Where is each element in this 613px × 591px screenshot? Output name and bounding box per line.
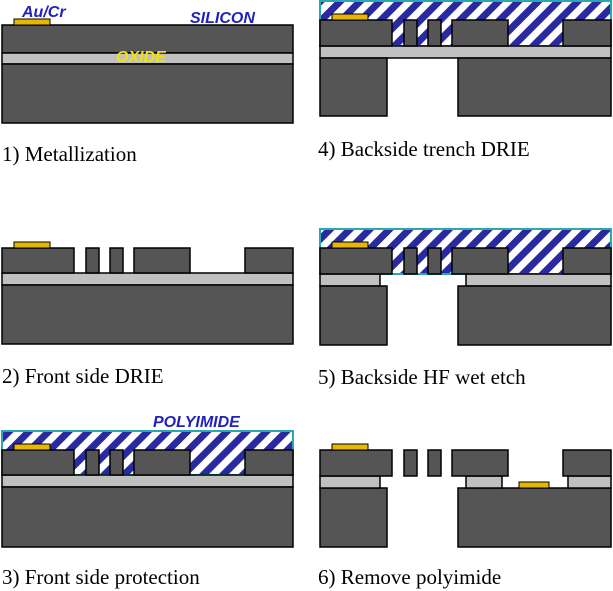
label-au-cr: Au/Cr: [21, 4, 66, 21]
silicon-beam-2: [109, 247, 124, 274]
silicon-block-mid: [451, 19, 509, 47]
metal-pad: [13, 18, 51, 26]
caption-step-6: 6) Remove polyimide: [318, 565, 501, 589]
silicon-beam-2: [427, 247, 442, 275]
silicon-beam-1: [403, 449, 418, 477]
silicon-beam-1: [403, 247, 418, 275]
caption-step-4: 4) Backside trench DRIE: [318, 137, 530, 161]
label-silicon: SILICON: [190, 10, 255, 27]
metal-pad: [13, 443, 51, 451]
step-6-remove-polyimide: [319, 443, 612, 548]
step-4-backside-trench-drie: [319, 0, 612, 117]
silicon-block-mid: [451, 247, 509, 275]
metal-pad-bottom: [518, 481, 550, 489]
oxide-left: [319, 273, 381, 287]
step-3-front-side-protection: POLYIMIDE: [1, 414, 294, 548]
silicon-top-layer: [1, 24, 294, 54]
silicon-beam-1: [403, 19, 418, 47]
metal-pad: [331, 443, 369, 451]
oxide-right: [567, 475, 612, 489]
label-oxide: OXIDE: [116, 49, 167, 66]
silicon-substrate-right: [457, 57, 612, 117]
silicon-block-mid: [451, 449, 509, 477]
caption-step-5: 5) Backside HF wet etch: [318, 365, 526, 389]
silicon-beam-1: [85, 247, 100, 274]
caption-step-3: 3) Front side protection: [2, 565, 200, 589]
metal-pad: [331, 13, 369, 21]
oxide-mid: [465, 475, 503, 489]
silicon-block-mid: [133, 449, 191, 476]
silicon-substrate-left: [319, 285, 388, 346]
silicon-block-left: [319, 19, 393, 47]
silicon-block-left: [1, 247, 75, 274]
silicon-beam-2: [427, 449, 442, 477]
oxide-layer: [1, 272, 294, 286]
oxide-right: [465, 273, 612, 287]
silicon-block-left: [1, 449, 75, 476]
silicon-substrate-right: [457, 487, 612, 548]
silicon-block-left: [319, 247, 393, 275]
silicon-substrate-right: [457, 285, 612, 346]
silicon-substrate: [1, 486, 294, 548]
caption-step-2: 2) Front side DRIE: [2, 364, 164, 388]
step-1-metallization: Au/Cr SILICON OXIDE: [1, 4, 294, 124]
metal-pad: [331, 241, 369, 249]
step-2-front-side-drie: [1, 241, 294, 345]
silicon-substrate: [1, 63, 294, 124]
silicon-beam-1: [85, 449, 100, 476]
silicon-block-mid: [133, 247, 191, 274]
silicon-beam-2: [109, 449, 124, 476]
oxide-layer: [319, 45, 612, 59]
oxide-left: [319, 475, 381, 489]
label-polyimide: POLYIMIDE: [153, 414, 241, 431]
silicon-block-left: [319, 449, 393, 477]
silicon-block-right: [562, 449, 612, 477]
oxide-layer: [1, 474, 294, 488]
silicon-block-right: [244, 247, 294, 274]
metal-pad: [13, 241, 51, 249]
silicon-substrate-left: [319, 487, 388, 548]
silicon-substrate: [1, 284, 294, 345]
caption-step-1: 1) Metallization: [2, 142, 137, 166]
silicon-block-right: [244, 449, 294, 476]
step-5-backside-hf-wet-etch: [319, 228, 612, 346]
silicon-beam-2: [427, 19, 442, 47]
silicon-block-right: [562, 247, 612, 275]
silicon-substrate-left: [319, 57, 388, 117]
silicon-block-right: [562, 19, 612, 47]
